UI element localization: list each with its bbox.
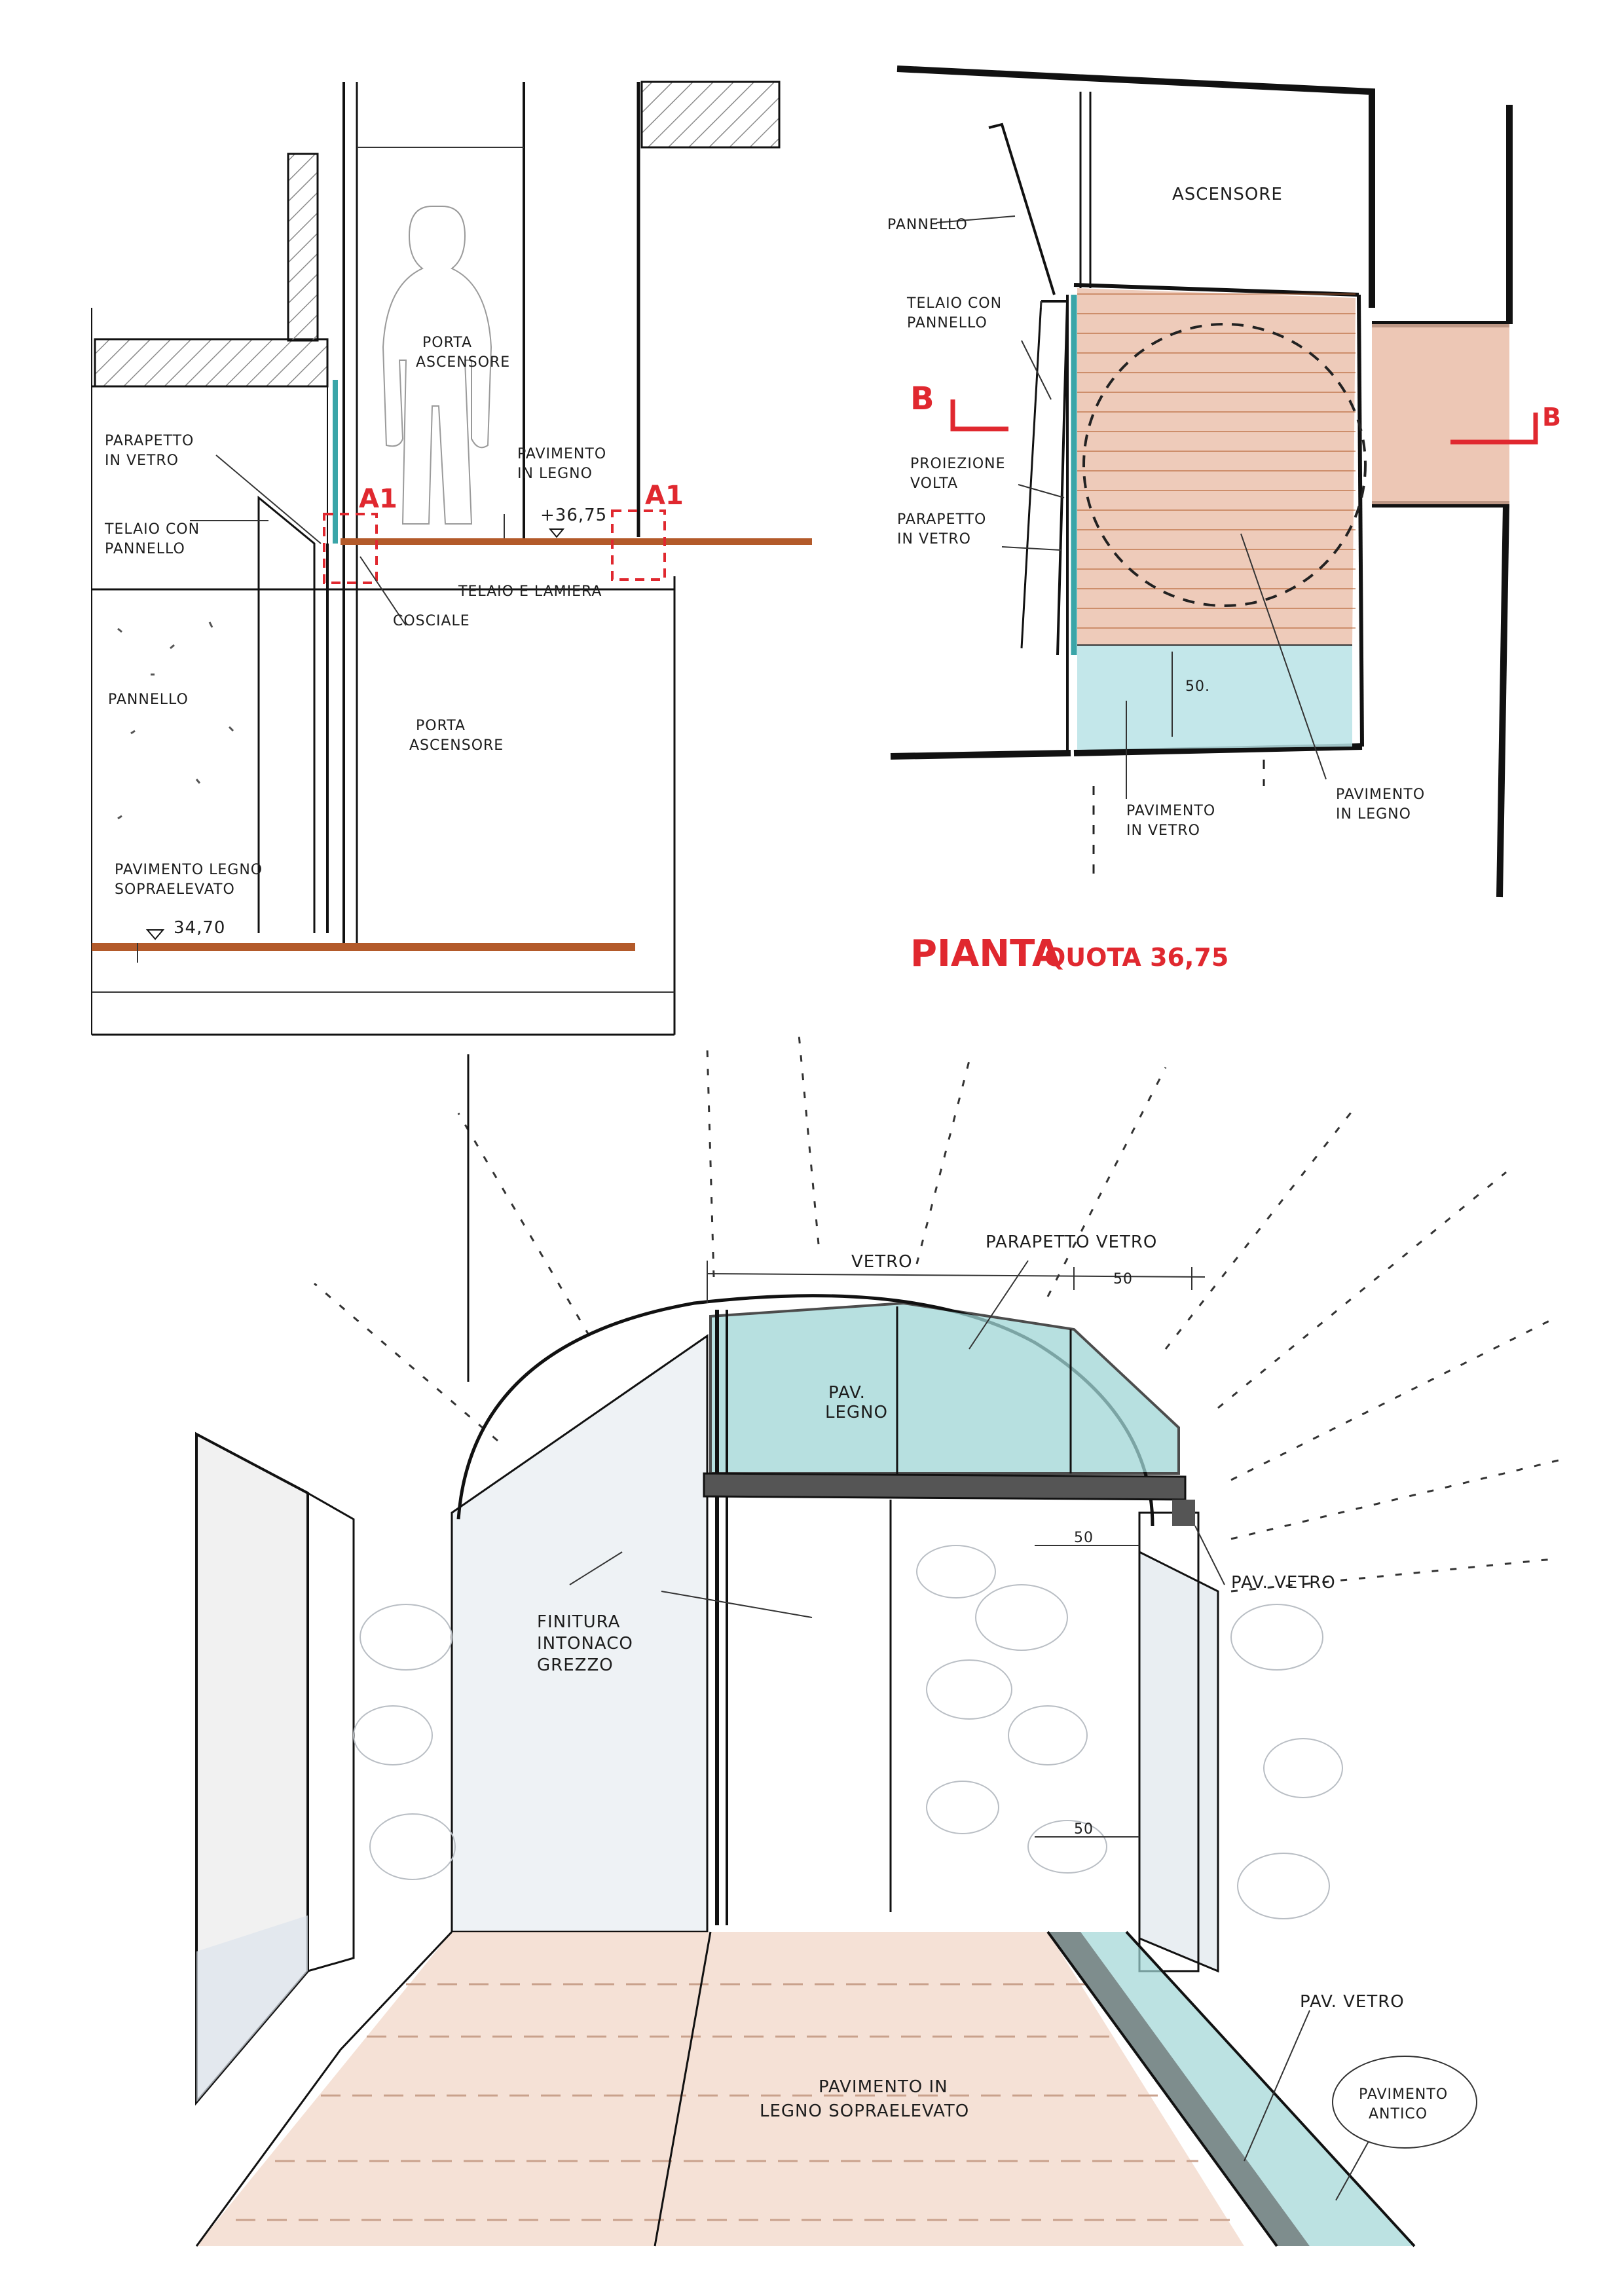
section-drawing: A1 A1 PORTA ASCENSORE PAVIMENTO IN LEGNO…	[91, 81, 812, 1036]
svg-text:PARAPETTO: PARAPETTO	[105, 433, 194, 449]
section-label-left: B	[910, 380, 934, 417]
section-label-right: B	[1542, 403, 1561, 432]
svg-text:PAVIMENTO: PAVIMENTO	[517, 446, 606, 462]
label-pannello-plan: PANNELLO	[887, 217, 968, 233]
plan-subtitle: QUOTA 36,75	[1044, 943, 1228, 972]
svg-text:PAVIMENTO: PAVIMENTO	[1126, 803, 1215, 819]
label-pav-vetro-lower: PAV. VETRO	[1300, 1992, 1405, 2012]
svg-text:PROIEZIONE: PROIEZIONE	[910, 456, 1006, 472]
svg-text:SOPRAELEVATO: SOPRAELEVATO	[115, 881, 235, 898]
detail-box-right	[611, 509, 666, 581]
wood-floor-upper	[341, 538, 812, 545]
label-cosciale: COSCIALE	[393, 613, 470, 629]
plan-title: PIANTA	[910, 933, 1061, 975]
wall-hatch-column	[287, 153, 319, 342]
floor-slab-beam	[703, 1472, 1187, 1501]
svg-text:PANNELLO: PANNELLO	[907, 315, 987, 331]
detail-label-left: A1	[359, 484, 397, 514]
stone-texture	[353, 1545, 1343, 1919]
label-ascensore: ASCENSORE	[1172, 185, 1283, 204]
label-proiezione-volta: PROIEZIONE VOLTA	[910, 456, 1006, 492]
svg-text:ANTICO: ANTICO	[1369, 2106, 1428, 2122]
svg-text:PAVIMENTO LEGNO: PAVIMENTO LEGNO	[115, 862, 263, 878]
svg-text:PORTA: PORTA	[416, 718, 466, 734]
svg-text:ASCENSORE: ASCENSORE	[416, 354, 510, 371]
plan-glass-floor	[1077, 645, 1352, 750]
label-parapetto-in-vetro-plan: PARAPETTO IN VETRO	[897, 511, 986, 547]
svg-text:PAVIMENTO: PAVIMENTO	[1336, 786, 1425, 803]
svg-text:INTONACO: INTONACO	[537, 1634, 633, 1654]
label-pavimento-in-legno-section: PAVIMENTO IN LEGNO	[517, 446, 606, 482]
label-porta-ascensore-bottom: PORTA ASCENSORE	[409, 718, 504, 754]
svg-text:ASCENSORE: ASCENSORE	[409, 737, 504, 754]
section-marker-left	[950, 399, 1008, 432]
detail-box-left	[323, 513, 378, 584]
label-dimension-plan: 50.	[1185, 678, 1210, 695]
label-pavimento-legno-sopraelevato: PAVIMENTO LEGNO SOPRAELEVATO	[115, 862, 263, 898]
svg-text:TELAIO CON: TELAIO CON	[906, 295, 1002, 312]
svg-text:PORTA: PORTA	[422, 335, 472, 351]
label-pavimento-in-legno-plan: PAVIMENTO IN LEGNO	[1336, 786, 1425, 823]
svg-text:IN LEGNO: IN LEGNO	[517, 466, 593, 482]
plan-wood-extension	[1372, 324, 1509, 504]
svg-text:FINITURA: FINITURA	[537, 1612, 620, 1632]
svg-text:LEGNO SOPRAELEVATO: LEGNO SOPRAELEVATO	[760, 2101, 969, 2121]
svg-text:IN VETRO: IN VETRO	[897, 531, 971, 547]
plan-drawing: B B ASCENSORE PANNELLO TELAIO CON PANNEL…	[887, 65, 1561, 975]
svg-text:LEGNO: LEGNO	[825, 1403, 888, 1422]
label-dim-top: 50	[1113, 1271, 1133, 1287]
svg-text:PAVIMENTO IN: PAVIMENTO IN	[819, 2077, 948, 2097]
wood-floor-lower	[92, 943, 635, 951]
label-pavimento-sopraelevato: PAVIMENTO IN LEGNO SOPRAELEVATO	[760, 2077, 969, 2121]
label-level-upper: +36,75	[540, 506, 607, 525]
detail-label-right: A1	[645, 481, 684, 511]
svg-text:PARAPETTO: PARAPETTO	[897, 511, 986, 528]
label-level-lower: 34,70	[174, 918, 225, 938]
svg-text:PAV.: PAV.	[828, 1383, 866, 1403]
svg-text:IN LEGNO: IN LEGNO	[1336, 806, 1411, 823]
label-pav-vetro-upper: PAV. VETRO	[1231, 1573, 1336, 1593]
glass-floor-strip	[1048, 1932, 1414, 2246]
svg-text:TELAIO CON: TELAIO CON	[104, 521, 200, 538]
label-pavimento-antico: PAVIMENTO ANTICO	[1332, 2056, 1477, 2149]
svg-text:GREZZO: GREZZO	[537, 1655, 614, 1675]
label-pannello-section: PANNELLO	[108, 692, 189, 708]
svg-text:IN VETRO: IN VETRO	[1126, 823, 1200, 839]
label-dim-mid: 50	[1074, 1530, 1094, 1546]
projected-vault-circle	[1082, 323, 1367, 607]
label-parapetto-in-vetro-section: PARAPETTO IN VETRO	[105, 433, 194, 469]
label-telaio-con-pannello-plan: TELAIO CON PANNELLO	[906, 295, 1002, 331]
svg-text:PANNELLO: PANNELLO	[105, 541, 185, 557]
perspective-drawing: VETRO PARAPETTO VETRO 50 PAV. LEGNO 50 P…	[195, 1034, 1559, 2247]
right-column	[1138, 1511, 1200, 1972]
svg-text:PAVIMENTO: PAVIMENTO	[1359, 2086, 1448, 2103]
slab-hatch-left	[94, 338, 329, 388]
human-silhouette	[382, 206, 492, 525]
label-porta-ascensore-top: PORTA ASCENSORE	[416, 335, 510, 371]
slab-hatch-top-right	[640, 81, 781, 149]
raised-wood-floor	[196, 1932, 1244, 2246]
section-marker-right	[1450, 413, 1538, 445]
label-vetro: VETRO	[851, 1252, 913, 1272]
svg-text:VOLTA: VOLTA	[910, 475, 958, 492]
label-pavimento-in-vetro-plan: PAVIMENTO IN VETRO	[1126, 803, 1215, 839]
label-telaio-con-pannello-section: TELAIO CON PANNELLO	[104, 521, 200, 557]
label-pav-legno: PAV. LEGNO	[825, 1383, 888, 1422]
label-dim-low: 50	[1074, 1821, 1094, 1838]
svg-text:IN VETRO: IN VETRO	[105, 453, 179, 469]
label-finitura-intonaco: FINITURA INTONACO GREZZO	[537, 1612, 633, 1675]
label-telaio-lamiera: TELAIO E LAMIERA	[458, 583, 602, 600]
label-parapetto-vetro: PARAPETTO VETRO	[986, 1232, 1157, 1252]
glass-parapet-panel	[709, 1301, 1180, 1475]
